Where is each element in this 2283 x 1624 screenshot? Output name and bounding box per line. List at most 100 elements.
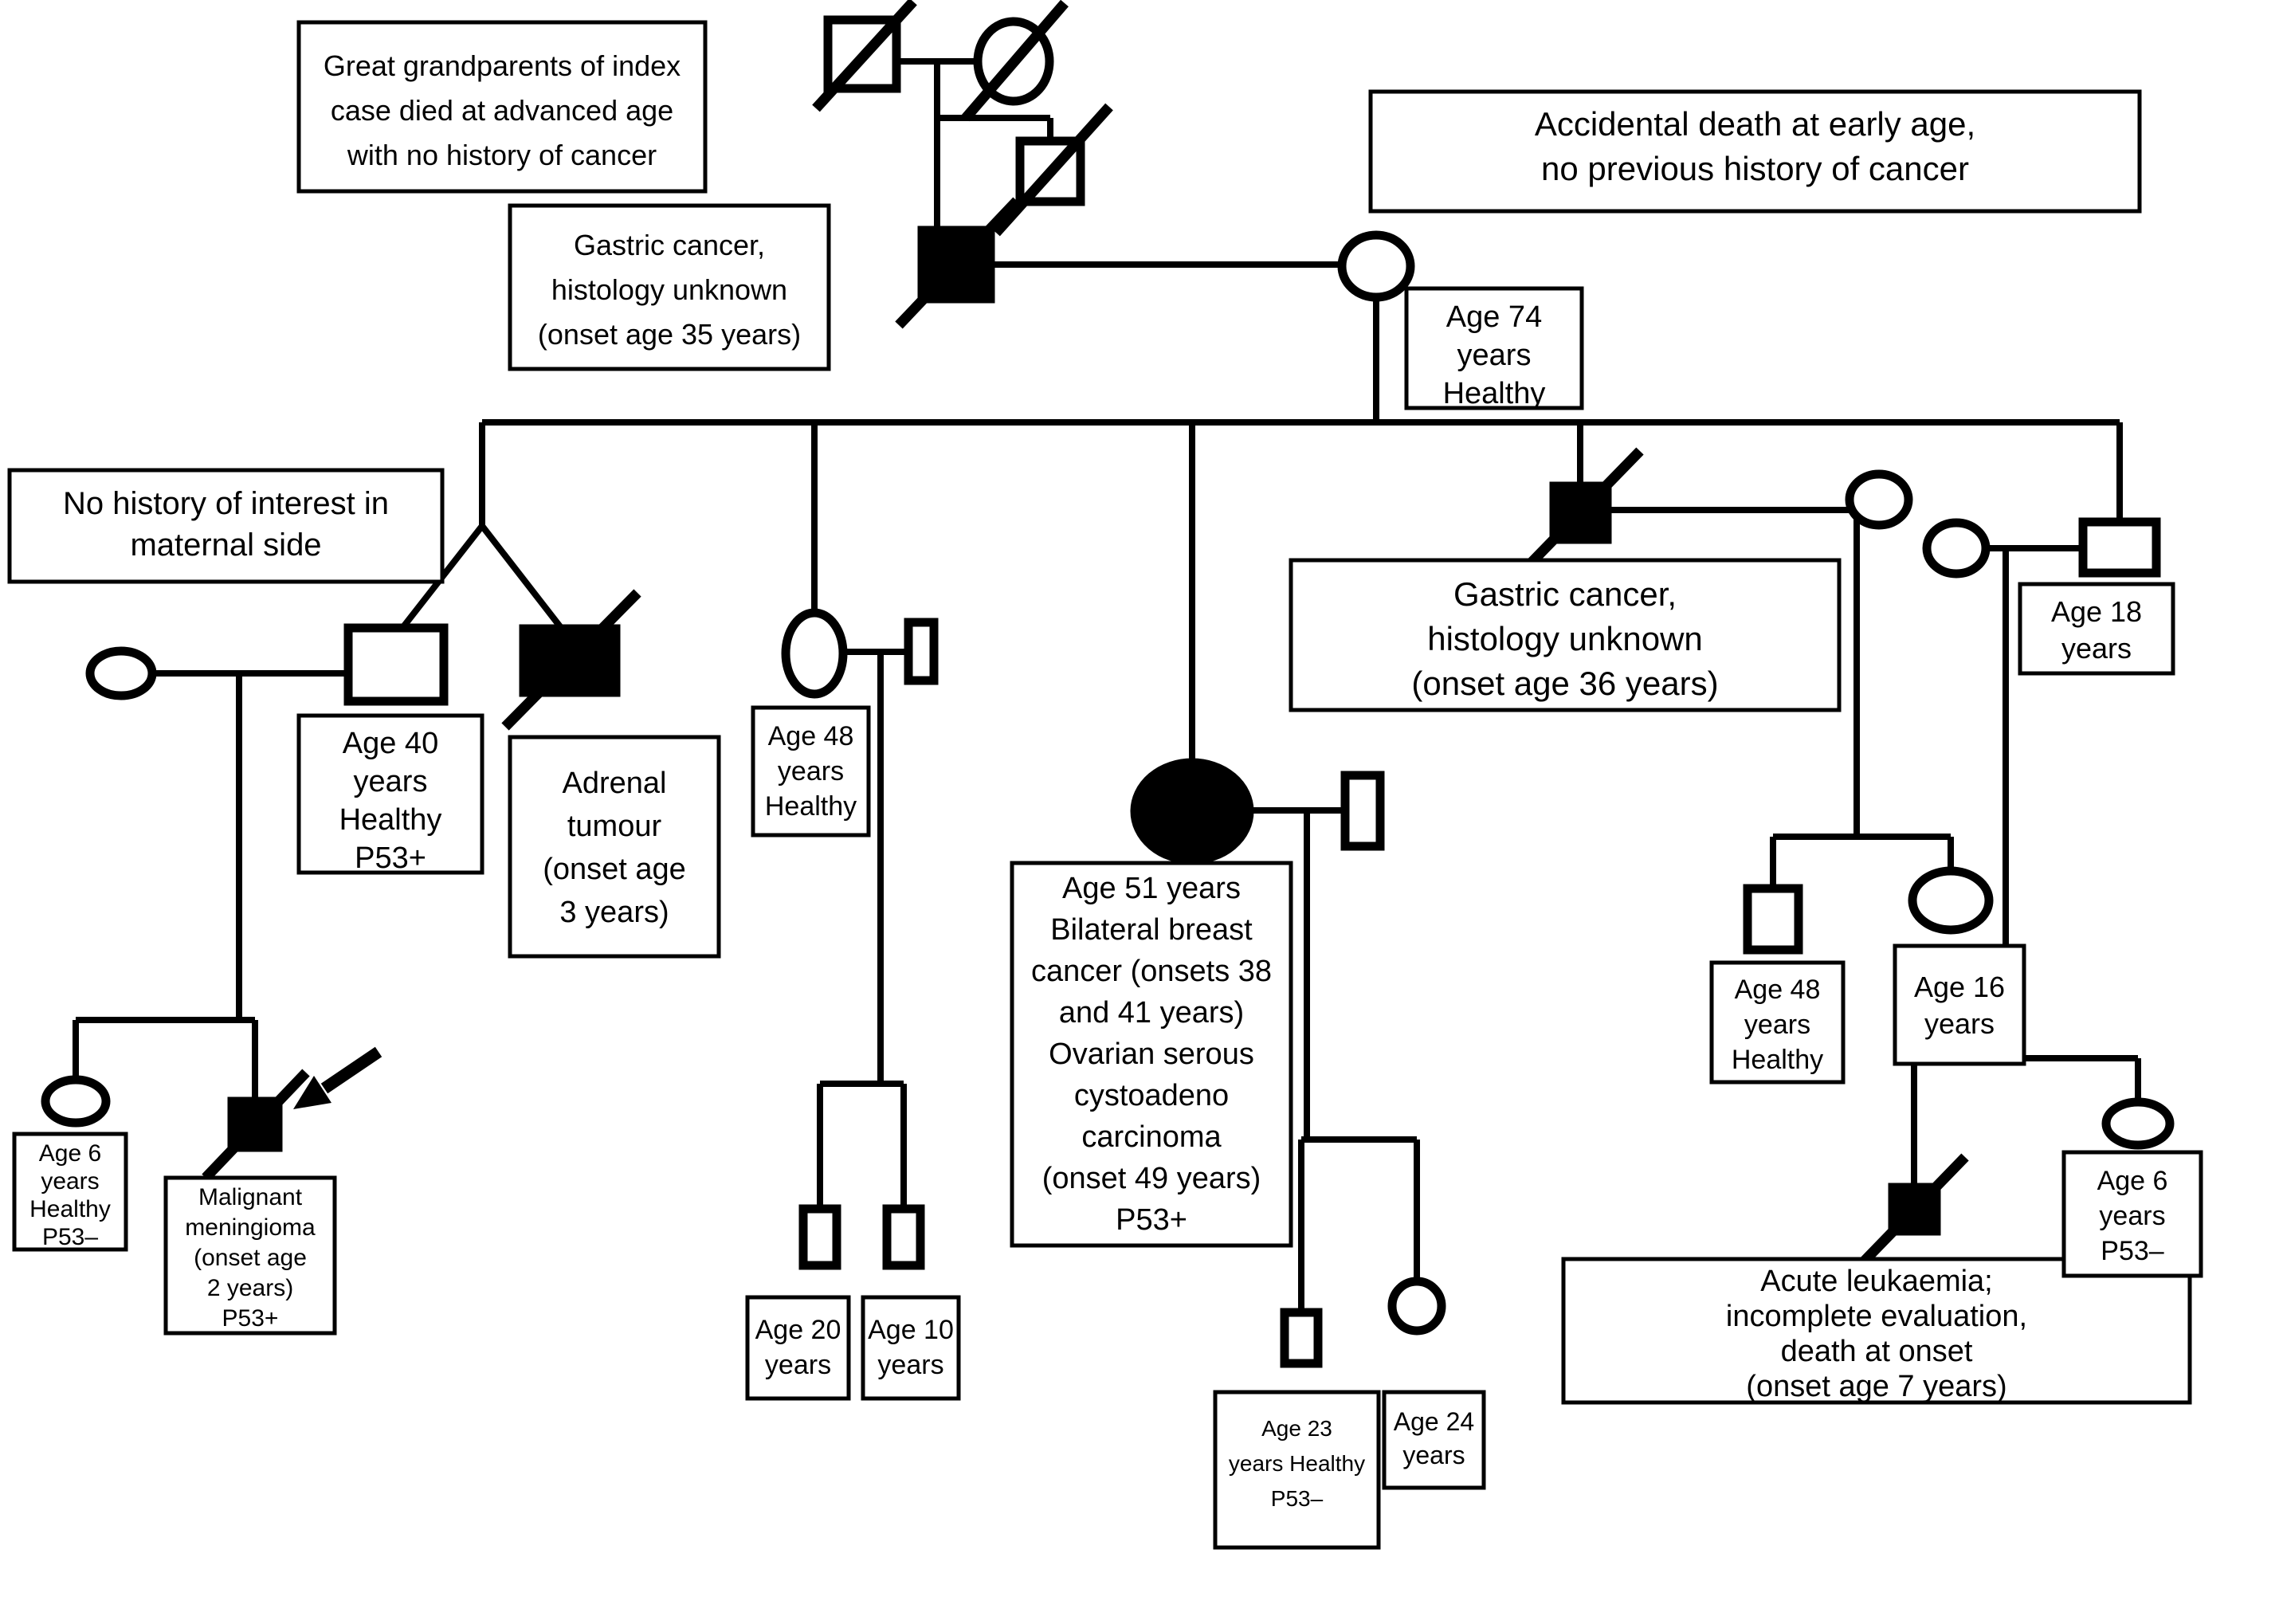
note-age-40-text-line: P53+ bbox=[355, 841, 426, 875]
note-age-40-text-line: Healthy bbox=[339, 803, 442, 837]
note-age-10-box bbox=[861, 1295, 961, 1401]
deceased-slash-gastric35-icon bbox=[895, 197, 1021, 329]
note-age-74-text-line: Age 74 bbox=[1446, 300, 1542, 334]
person-male-partner-of-age-48-male-symbol bbox=[904, 618, 939, 685]
note-age-20-text-line: Age 20 bbox=[755, 1315, 841, 1345]
note-accidental-death-text-line: no previous history of cancer bbox=[1541, 150, 1969, 187]
person-male-age-23-healthy-p53neg-male-symbol bbox=[1280, 1308, 1323, 1368]
note-age-6-right-text-line: P53– bbox=[2101, 1236, 2163, 1266]
note-age-51-index-aunt-text-line: cystoadeno bbox=[1074, 1079, 1229, 1112]
connector-twin-leg-right bbox=[479, 524, 565, 631]
note-acute-leukaemia-box bbox=[1561, 1257, 2192, 1405]
proband-arrow-shaft bbox=[320, 1046, 382, 1094]
note-age-40-text-line: Age 40 bbox=[343, 727, 438, 760]
note-age-40-text-line: years bbox=[354, 765, 428, 798]
person-female-age-48-healthy-female-symbol bbox=[781, 608, 848, 699]
note-age-74-box bbox=[1404, 286, 1584, 410]
note-age-6-left-text-line: years bbox=[41, 1168, 99, 1194]
note-age-40-box bbox=[296, 713, 484, 875]
person-female-age-16-female-symbol bbox=[1908, 866, 1994, 935]
note-malignant-meningioma-text-line: Malignant bbox=[198, 1184, 303, 1210]
note-age-48-right-text-line: Healthy bbox=[1732, 1045, 1823, 1075]
note-gastric-cancer-35-text-line: histology unknown bbox=[551, 273, 787, 306]
deceased-slash-great-grandmother-icon bbox=[962, 0, 1069, 122]
note-malignant-meningioma-text-line: meningioma bbox=[185, 1214, 316, 1241]
note-age-51-index-aunt-text-line: Ovarian serous bbox=[1049, 1038, 1254, 1071]
note-great-grandparents-box bbox=[296, 20, 708, 194]
note-age-10-text-line: Age 10 bbox=[868, 1315, 954, 1345]
note-adrenal-tumour-text-line: (onset age bbox=[543, 853, 686, 886]
note-age-24-box bbox=[1382, 1390, 1486, 1490]
note-age-48-right-box bbox=[1709, 960, 1846, 1085]
note-age-6-left-box bbox=[12, 1132, 128, 1252]
person-male-age-10-male-symbol bbox=[882, 1204, 925, 1270]
note-age-48-left-text-line: years bbox=[778, 756, 844, 787]
note-age-6-left-text-line: Age 6 bbox=[39, 1140, 101, 1167]
person-female-age-6-p53neg-female-symbol bbox=[2101, 1097, 2175, 1150]
note-gastric-cancer-36-box bbox=[1289, 558, 1842, 712]
note-age-48-left-box bbox=[751, 705, 871, 837]
note-adrenal-tumour-text-line: 3 years) bbox=[559, 896, 669, 929]
note-age-20-box bbox=[745, 1295, 851, 1401]
note-age-23-text-line: Age 23 bbox=[1261, 1416, 1332, 1441]
note-age-51-index-aunt-text-line: cancer (onsets 38 bbox=[1031, 955, 1272, 988]
person-female-partner-far-left-female-symbol bbox=[85, 646, 157, 700]
note-gastric-cancer-36-text-line: Gastric cancer, bbox=[1453, 575, 1677, 613]
note-accidental-death-box bbox=[1368, 89, 2142, 214]
person-female-age-24-female-symbol bbox=[1387, 1277, 1446, 1336]
note-age-51-index-aunt-text-line: and 41 years) bbox=[1059, 996, 1244, 1030]
note-acute-leukaemia-text-line: (onset age 7 years) bbox=[1746, 1370, 2006, 1403]
note-age-51-index-aunt-box bbox=[1010, 861, 1293, 1248]
note-age-24-text-line: Age 24 bbox=[1394, 1407, 1474, 1436]
note-gastric-cancer-36-text-line: (onset age 36 years) bbox=[1411, 665, 1718, 702]
note-age-51-index-aunt-text-line: Bilateral breast bbox=[1050, 913, 1253, 947]
note-no-history-maternal-box bbox=[7, 468, 445, 584]
note-adrenal-tumour-text-line: Adrenal bbox=[563, 767, 667, 800]
note-malignant-meningioma-text-line: (onset age bbox=[194, 1245, 307, 1271]
note-age-74-text-line: Healthy bbox=[1443, 377, 1546, 410]
note-age-24-text-line: years bbox=[1402, 1441, 1465, 1469]
note-age-10-text-line: years bbox=[877, 1350, 943, 1380]
note-malignant-meningioma-box bbox=[163, 1175, 337, 1336]
note-no-history-maternal-text-line: maternal side bbox=[130, 528, 321, 563]
note-age-16-box bbox=[1893, 943, 2026, 1066]
proband-arrow-icon bbox=[293, 1076, 331, 1109]
note-acute-leukaemia-text-line: death at onset bbox=[1781, 1335, 1973, 1368]
note-age-6-right-text-line: Age 6 bbox=[2097, 1166, 2168, 1196]
note-great-grandparents-text-line: case died at advanced age bbox=[331, 94, 673, 127]
note-age-16-text-line: years bbox=[1924, 1007, 1995, 1040]
note-age-18-text-line: Age 18 bbox=[2051, 595, 2142, 628]
note-age-6-left-text-line: Healthy bbox=[29, 1196, 111, 1222]
note-age-18-text-line: years bbox=[2061, 632, 2132, 665]
note-age-6-right-box bbox=[2061, 1150, 2203, 1278]
note-age-23-text-line: years Healthy bbox=[1229, 1451, 1365, 1476]
note-age-51-index-aunt-text-line: Age 51 years bbox=[1062, 872, 1241, 905]
note-gastric-cancer-35-text-line: (onset age 35 years) bbox=[538, 318, 801, 351]
note-malignant-meningioma-text-line: 2 years) bbox=[207, 1275, 293, 1301]
deceased-slash-meningioma-icon bbox=[202, 1069, 310, 1182]
person-female-age-74-healthy-female-symbol bbox=[1337, 230, 1415, 302]
note-great-grandparents-text-line: Great grandparents of index bbox=[324, 49, 681, 82]
note-acute-leukaemia-text-line: Acute leukaemia; bbox=[1760, 1265, 1993, 1298]
note-age-51-index-aunt-text-line: P53+ bbox=[1116, 1203, 1187, 1237]
person-male-age-20-male-symbol bbox=[798, 1204, 841, 1270]
note-accidental-death-text-line: Accidental death at early age, bbox=[1535, 105, 1975, 143]
note-age-51-index-aunt-text-line: (onset 49 years) bbox=[1042, 1162, 1261, 1195]
deceased-slash-leukaemia-icon bbox=[1861, 1153, 1969, 1265]
note-age-16-text-line: Age 16 bbox=[1914, 971, 2005, 1003]
note-age-48-left-text-line: Healthy bbox=[765, 791, 857, 822]
note-age-20-text-line: years bbox=[765, 1350, 831, 1380]
note-age-74-text-line: years bbox=[1457, 339, 1532, 372]
deceased-slash-adrenal-icon bbox=[501, 589, 641, 731]
person-male-age-40-p53pos-twin-male-symbol bbox=[343, 623, 449, 706]
note-age-6-right-text-line: years bbox=[2099, 1201, 2165, 1231]
note-gastric-cancer-35-text-line: Gastric cancer, bbox=[574, 229, 765, 261]
note-age-51-index-aunt-text-line: carcinoma bbox=[1081, 1120, 1222, 1154]
person-male-age-18-male-symbol bbox=[2078, 517, 2161, 578]
deceased-slash-great-grandfather-icon bbox=[812, 0, 917, 112]
note-age-18-box bbox=[2018, 582, 2175, 676]
person-male-partner-of-age-51-male-symbol bbox=[1340, 771, 1385, 851]
person-male-age-48-healthy-male-symbol bbox=[1743, 884, 1803, 955]
